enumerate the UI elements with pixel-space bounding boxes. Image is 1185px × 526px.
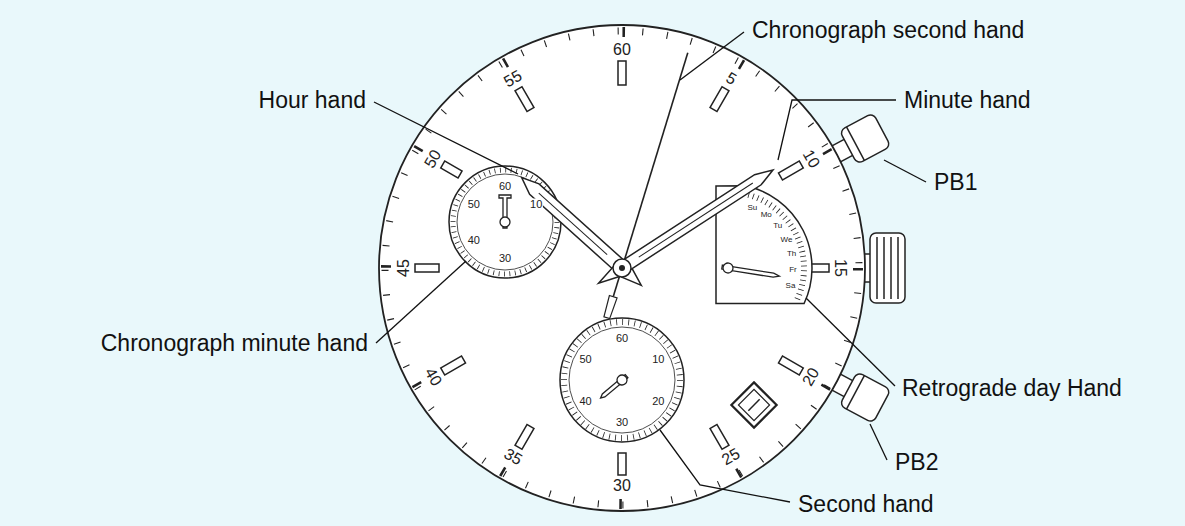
leader-line <box>870 424 887 460</box>
retrograde-day-hand <box>721 262 780 281</box>
subdial-number: 40 <box>467 235 481 246</box>
date-window <box>731 382 776 427</box>
leader-line <box>778 100 896 160</box>
leader-line <box>374 102 518 174</box>
day-label: Tu <box>773 222 782 230</box>
subdial-number: 30 <box>498 253 512 264</box>
day-label: Mo <box>761 211 772 219</box>
day-label: Fr <box>789 266 797 274</box>
day-label: Sa <box>786 282 796 290</box>
subdial-number: 10 <box>529 199 543 210</box>
day-label: Th <box>787 250 796 258</box>
subdial-number: 50 <box>467 199 481 210</box>
leader-line <box>376 261 466 343</box>
leader-line <box>660 430 790 502</box>
second-hand <box>597 372 629 402</box>
five-minute-ticks <box>386 32 858 504</box>
dial-number: 45 <box>396 258 412 278</box>
day-label: Su <box>747 204 757 212</box>
minute-ticks <box>385 31 859 505</box>
callout-label: PB2 <box>893 450 940 475</box>
hour-markers <box>415 61 829 475</box>
subdial-number: 60 <box>615 333 629 344</box>
callout-label: Minute hand <box>902 88 1033 113</box>
second-subdial <box>560 318 684 442</box>
callout-label: PB1 <box>932 170 979 195</box>
center-pinion <box>613 259 631 277</box>
callout-label: Hour hand <box>257 88 368 113</box>
dial-number: 60 <box>612 42 632 58</box>
callout-label: Retrograde day Hand <box>900 376 1124 401</box>
subdial-number: 20 <box>651 396 665 407</box>
center-pin <box>619 265 625 271</box>
subdial-number: 30 <box>615 417 629 428</box>
dial-number: 15 <box>832 258 848 278</box>
subdial-number: 50 <box>579 354 593 365</box>
callout-label: Chronograph minute hand <box>99 331 370 356</box>
dial-number: 40 <box>421 364 445 389</box>
chronograph-second-hand <box>603 52 692 319</box>
leader-line <box>884 160 926 182</box>
callout-label: Chronograph second hand <box>750 18 1026 43</box>
dial-number: 50 <box>421 146 445 171</box>
callout-label: Second hand <box>796 492 936 517</box>
dial <box>379 25 865 511</box>
minute-hand <box>595 165 776 288</box>
dial-number: 20 <box>799 364 823 389</box>
dial-number: 30 <box>612 478 632 494</box>
subdial-number: 10 <box>651 354 665 365</box>
subdial-number: 60 <box>498 181 512 192</box>
subdial-number: 40 <box>579 396 593 407</box>
leader-lines <box>374 32 926 502</box>
dial-number: 55 <box>500 67 525 91</box>
day-label: We <box>780 236 792 244</box>
dial-number: 10 <box>799 146 823 171</box>
hour-hand <box>517 172 646 290</box>
dial-number: 35 <box>500 445 525 469</box>
dial-number: 25 <box>718 445 743 469</box>
dial-number: 5 <box>722 70 739 89</box>
chronograph-minute-hand <box>499 195 511 228</box>
